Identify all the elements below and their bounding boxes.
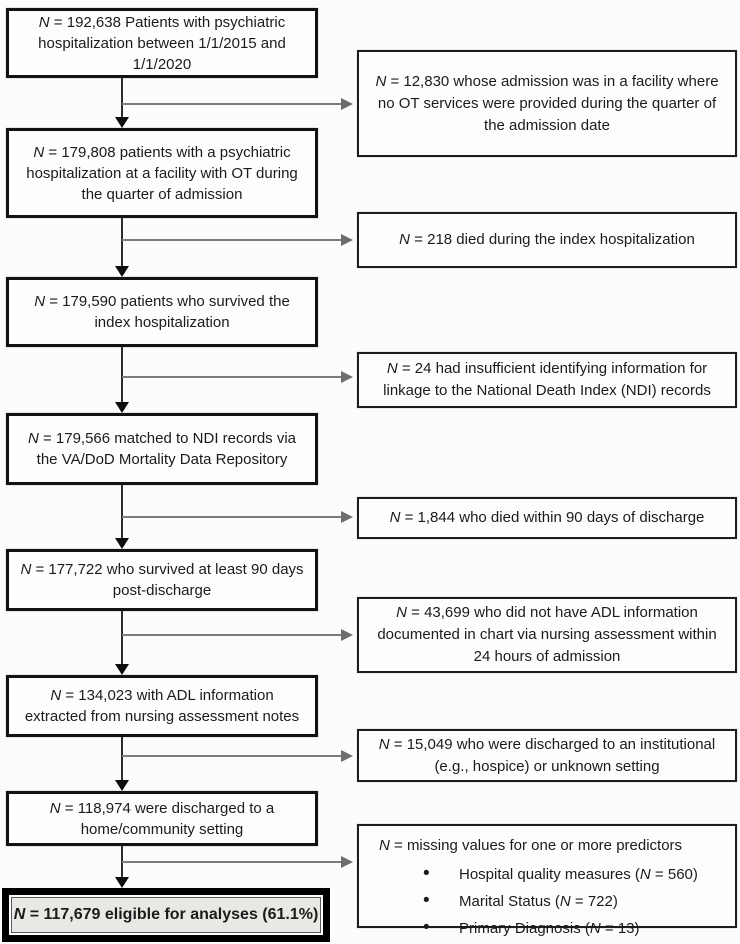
box-excluded-missing-values: N = missing values for one or more predi… [357, 824, 737, 937]
box-text: N = 179,808 patients with a psychiatric … [26, 143, 298, 203]
box-text: N = 12,830 whose admission was in a faci… [375, 72, 719, 134]
connector-line [121, 611, 123, 664]
box-text: N = 15,049 who were discharged to an ins… [378, 735, 716, 775]
down-arrowhead-icon [115, 664, 129, 675]
box-ot-facility: N = 179,808 patients with a psychiatric … [6, 128, 318, 218]
missing-values-list: Hospital quality measures (N = 560) Mari… [371, 860, 698, 943]
branch-line [122, 634, 341, 636]
box-text: N = 24 had insufficient identifying info… [383, 360, 711, 399]
down-arrowhead-icon [115, 780, 129, 791]
connector-line [121, 218, 123, 266]
list-item: Hospital quality measures (N = 560) [423, 862, 698, 887]
box-final-eligible: N = 117,679 eligible for analyses (61.1%… [2, 888, 330, 942]
connector-line [121, 347, 123, 402]
box-text: N = 43,699 who did not have ADL informat… [377, 604, 717, 665]
down-arrowhead-icon [115, 266, 129, 277]
connector-line [121, 737, 123, 780]
box-initial-cohort: N = 192,638 Patients with psychiatric ho… [6, 8, 318, 78]
down-arrowhead-icon [115, 877, 129, 888]
box-excluded-insufficient-id: N = 24 had insufficient identifying info… [357, 352, 737, 408]
down-arrowhead-icon [115, 538, 129, 549]
box-survived-index: N = 179,590 patients who survived the in… [6, 277, 318, 347]
box-text: N = 179,566 matched to NDI records via t… [27, 430, 297, 468]
right-arrowhead-icon [341, 629, 353, 641]
box-text: N = 1,844 who died within 90 days of dis… [389, 509, 705, 526]
box-adl-extracted: N = 134,023 with ADL information extract… [6, 675, 318, 737]
right-arrowhead-icon [341, 371, 353, 383]
bullet-icon [423, 862, 459, 887]
right-arrowhead-icon [341, 511, 353, 523]
box-excluded-died-90days: N = 1,844 who died within 90 days of dis… [357, 497, 737, 539]
box-text: N = 118,974 were discharged to a home/co… [49, 799, 275, 838]
down-arrowhead-icon [115, 117, 129, 128]
box-text: N = 134,023 with ADL information extract… [24, 687, 300, 725]
right-arrowhead-icon [341, 750, 353, 762]
box-text: N = 192,638 Patients with psychiatric ho… [38, 13, 286, 73]
box-text: N = 179,590 patients who survived the in… [34, 293, 290, 331]
list-item-text: Primary Diagnosis (N = 13) [459, 920, 640, 937]
branch-line [122, 239, 341, 241]
list-item: Marital Status (N = 722) [423, 889, 698, 914]
branch-line [122, 861, 341, 863]
right-arrowhead-icon [341, 98, 353, 110]
right-arrowhead-icon [341, 234, 353, 246]
branch-line [122, 103, 341, 105]
branch-line [122, 516, 341, 518]
box-excluded-no-ot-facility: N = 12,830 whose admission was in a faci… [357, 50, 737, 157]
box-excluded-no-adl-info: N = 43,699 who did not have ADL informat… [357, 597, 737, 673]
bullet-icon [423, 889, 459, 914]
right-arrowhead-icon [341, 856, 353, 868]
box-text: N = 117,679 eligible for analyses (61.1%… [13, 906, 319, 923]
box-text: N = 218 died during the index hospitaliz… [399, 231, 695, 248]
final-inner-panel: N = 117,679 eligible for analyses (61.1%… [11, 897, 321, 933]
branch-line [122, 755, 341, 757]
box-excluded-died-index: N = 218 died during the index hospitaliz… [357, 212, 737, 268]
box-survived-90days: N = 177,722 who survived at least 90 day… [6, 549, 318, 611]
list-item: Primary Diagnosis (N = 13) [423, 916, 698, 941]
bullet-icon [423, 916, 459, 941]
list-item-text: Marital Status (N = 722) [459, 893, 618, 910]
box-text: N = 177,722 who survived at least 90 day… [20, 561, 304, 599]
box-ndi-matched: N = 179,566 matched to NDI records via t… [6, 413, 318, 485]
connector-line [121, 485, 123, 538]
down-arrowhead-icon [115, 402, 129, 413]
box-home-discharge: N = 118,974 were discharged to a home/co… [6, 791, 318, 846]
branch-line [122, 376, 341, 378]
connector-line [121, 78, 123, 117]
box-excluded-institutional: N = 15,049 who were discharged to an ins… [357, 729, 737, 782]
box-text: N = missing values for one or more predi… [379, 837, 683, 854]
list-item-text: Hospital quality measures (N = 560) [459, 866, 698, 883]
